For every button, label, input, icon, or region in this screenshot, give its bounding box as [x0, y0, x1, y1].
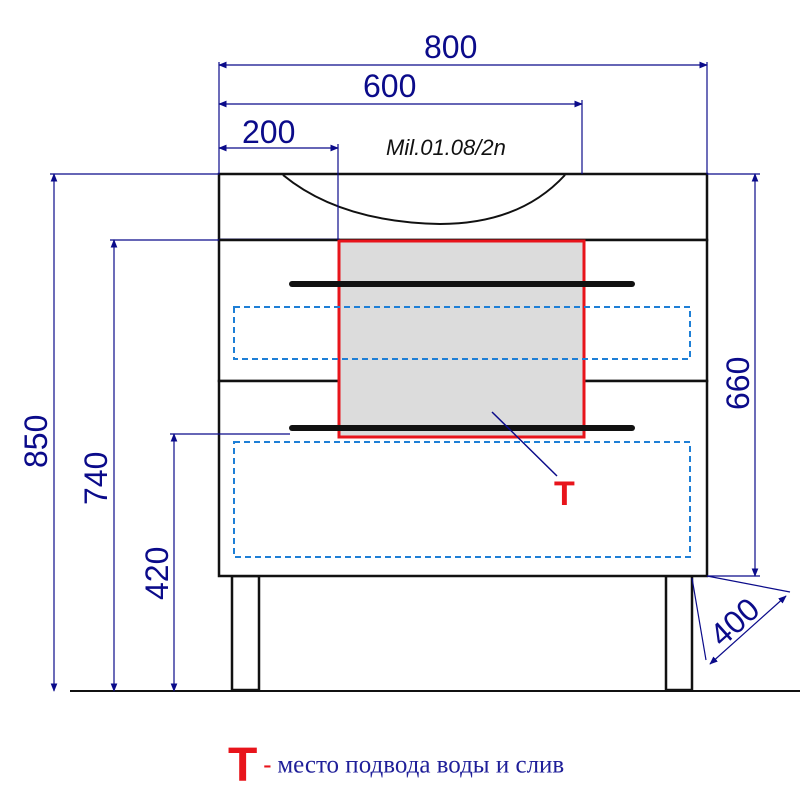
dim-label-800: 800 [424, 29, 477, 65]
dim-label-740: 740 [78, 452, 114, 505]
upper-dashed-zone [233, 306, 691, 360]
ext-line-depth-b [706, 575, 791, 593]
dim-label-400: 400 [703, 591, 767, 653]
dim-label-200: 200 [242, 114, 295, 150]
model-label: Mil.01.08/2n [386, 135, 506, 160]
basin-bowl [282, 174, 566, 226]
ext-line-depth-a [691, 577, 707, 661]
dim-label-600: 600 [363, 68, 416, 104]
legend-separator: - [263, 752, 272, 778]
legend-marker: T [228, 739, 258, 792]
legend: T-место подвода воды и слив [228, 738, 788, 792]
plumbing-zone [337, 239, 586, 439]
dim-label-850: 850 [18, 415, 54, 468]
legend-text: место подвода воды и слив [277, 751, 565, 779]
right-leg [664, 574, 694, 692]
left-leg [230, 574, 261, 692]
marker-label: T [554, 475, 575, 513]
marker-leader [491, 411, 558, 477]
washbasin-top [217, 172, 709, 242]
dim-line-400 [709, 595, 787, 665]
dim-label-420: 420 [139, 547, 175, 600]
lower-dashed-zone [233, 441, 691, 558]
dim-label-660: 660 [720, 357, 756, 410]
